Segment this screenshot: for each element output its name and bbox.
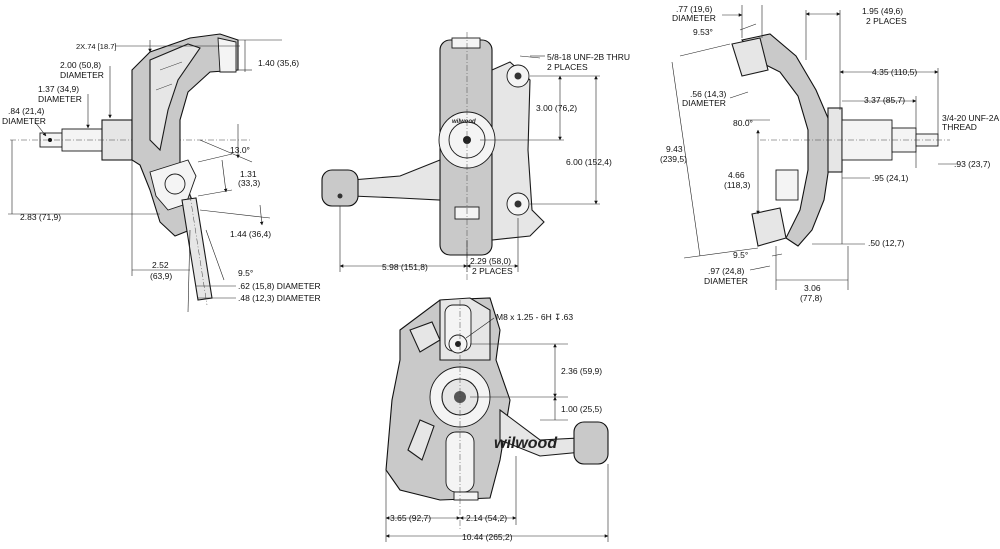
dim-thread: THREAD	[942, 122, 977, 132]
dim-2x74: 2X.74 [18.7]	[76, 42, 116, 51]
dim-1-37-label: DIAMETER	[38, 94, 82, 104]
side-knuckle-body: wilwood	[438, 37, 545, 256]
dim-9-53deg: 9.53°	[693, 27, 713, 37]
dim-4-66-mm: (118,3)	[724, 180, 750, 190]
dim-2-36: 2.36 (59,9)	[561, 366, 602, 376]
dim-2-places-b: 2 PLACES	[472, 266, 513, 276]
front-knuckle-body	[131, 33, 239, 237]
side-steering-arm	[321, 159, 441, 207]
dim-4-35: 4.35 (110,5)	[872, 67, 917, 77]
bottom-knuckle-body: wilwood	[385, 297, 609, 501]
dim-3-06-mm: (77,8)	[800, 293, 822, 303]
bottom-view: wilwood M8 x 1.25 - 6H ↧.63 2.36 (59,9) …	[385, 297, 609, 542]
dim-1-37: 1.37 (34,9)	[38, 84, 79, 94]
dim-5-98: 5.98 (151,8)	[382, 262, 428, 272]
dim-2-00: 2.00 (50,8)	[60, 60, 101, 70]
dim-50: .50 (12,7)	[868, 238, 905, 248]
bottom-logo: wilwood	[494, 435, 558, 452]
front-spindle	[10, 119, 250, 161]
dim-48: .48 (12,3) DIAMETER	[238, 293, 321, 303]
dim-3-37: 3.37 (85,7)	[864, 95, 905, 105]
dim-9-43-mm: (239,5)	[660, 154, 687, 164]
dim-10-44: 10.44 (265,2)	[462, 532, 513, 542]
dim-95: .95 (24,1)	[872, 173, 909, 183]
front-dimension-labels: 2X.74 [18.7] 2.00 (50,8) DIAMETER 1.37 (…	[2, 42, 321, 303]
dim-62: .62 (15,8) DIAMETER	[238, 281, 321, 291]
dim-1-95-places: 2 PLACES	[866, 16, 907, 26]
dim-1-44: 1.44 (36,4)	[230, 229, 271, 239]
dim-1-40: 1.40 (35,6)	[258, 58, 299, 68]
dim-9-5deg: 9.5°	[238, 268, 253, 278]
dim-m8: M8 x 1.25 - 6H ↧.63	[496, 312, 573, 322]
dim-3-4-20: 3/4-20 UNF-2A	[942, 113, 999, 123]
dim-9-43: 9.43	[666, 144, 683, 154]
dim-1-31-mm: (33,3)	[238, 178, 260, 188]
dim-2-00-label: DIAMETER	[60, 70, 104, 80]
dim-80deg: 80.0°	[733, 118, 753, 128]
dim-3-65: 3.65 (92,7)	[390, 513, 431, 523]
dim-93: .93 (23,7)	[954, 159, 991, 169]
dim-9-5deg-b: 9.5°	[733, 250, 748, 260]
rear-dimension-lines	[671, 5, 958, 290]
dim-77: .77 (19,6)	[676, 4, 713, 14]
dim-84: .84 (21,4)	[8, 106, 45, 116]
dim-1-00: 1.00 (25,5)	[561, 404, 602, 414]
side-dimension-lines	[339, 32, 600, 280]
dim-6-00: 6.00 (152,4)	[566, 157, 612, 167]
bottom-dimension-labels: M8 x 1.25 - 6H ↧.63 2.36 (59,9) 1.00 (25…	[390, 312, 602, 542]
dim-2-52-mm: (63,9)	[150, 271, 172, 281]
dim-77-label: DIAMETER	[672, 13, 716, 23]
front-dimension-lines	[8, 39, 282, 313]
dim-84-label: DIAMETER	[2, 116, 46, 126]
dim-2-29: 2.29 (58,0)	[470, 256, 511, 266]
dim-2-83: 2.83 (71,9)	[20, 212, 61, 222]
dim-3-00: 3.00 (76,2)	[536, 103, 577, 113]
front-view: 2X.74 [18.7] 2.00 (50,8) DIAMETER 1.37 (…	[2, 33, 321, 313]
dim-1-31: 1.31	[240, 169, 257, 179]
bottom-dimension-lines	[385, 300, 609, 542]
dim-1-95: 1.95 (49,6)	[862, 6, 903, 16]
dim-56: .56 (14,3)	[690, 89, 727, 99]
side-logo: wilwood	[452, 119, 476, 125]
dim-2-52: 2.52	[152, 260, 169, 270]
dim-2-14: 2.14 (54,2)	[466, 513, 507, 523]
rear-dimension-labels: .77 (19,6) DIAMETER 9.53° 1.95 (49,6) 2 …	[660, 4, 999, 303]
dim-4-66: 4.66	[728, 170, 745, 180]
dim-97-label: DIAMETER	[704, 276, 748, 286]
dim-2-places-a: 2 PLACES	[547, 62, 588, 72]
rear-view: .77 (19,6) DIAMETER 9.53° 1.95 (49,6) 2 …	[660, 4, 999, 303]
dim-56-label: DIAMETER	[682, 98, 726, 108]
dim-97: .97 (24,8)	[708, 266, 745, 276]
dim-5-8-18: 5/8-18 UNF-2B THRU	[547, 52, 630, 62]
side-view: wilwood 5/8-18 UNF-2B THRU 2 PLACES 3.00	[321, 32, 630, 280]
front-steering-arm	[181, 194, 213, 306]
dim-13deg: 13.0°	[230, 145, 250, 155]
side-dimension-labels: 5/8-18 UNF-2B THRU 2 PLACES 3.00 (76,2) …	[382, 52, 630, 276]
dim-3-06: 3.06	[804, 283, 821, 293]
